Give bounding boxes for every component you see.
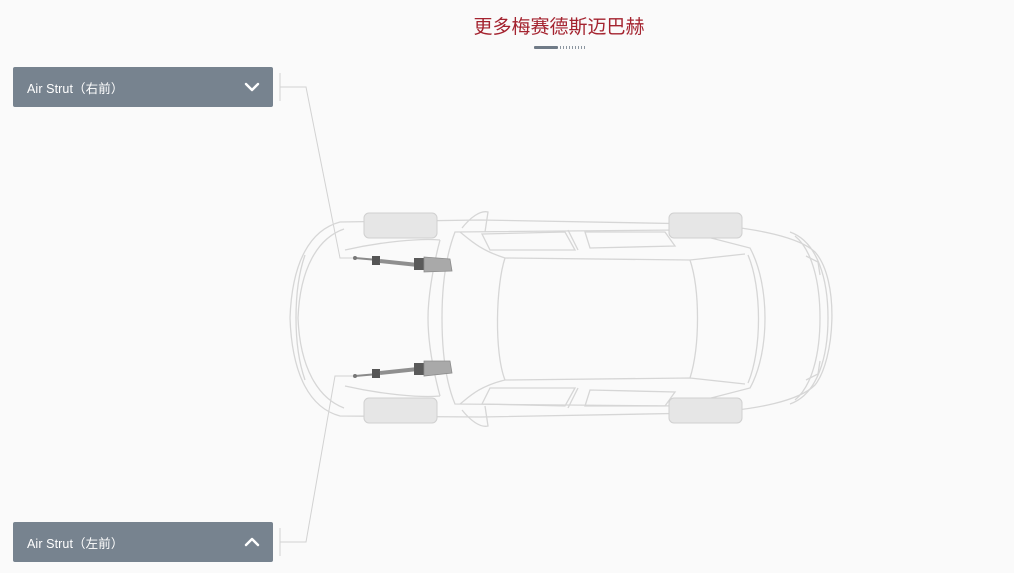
pager-active-indicator[interactable] xyxy=(534,46,558,49)
part-dropdown-front-right[interactable]: Air Strut（右前） xyxy=(13,67,273,107)
part-dropdown-label: Air Strut（右前） xyxy=(27,81,124,96)
chevron-up-icon[interactable] xyxy=(243,533,261,551)
carousel-pager[interactable] xyxy=(534,46,586,50)
air-strut-front-right-icon[interactable] xyxy=(353,256,453,273)
chevron-down-icon[interactable] xyxy=(243,78,261,96)
wheel-rear-right xyxy=(668,212,743,239)
car-top-view-icon xyxy=(289,211,833,427)
wheels xyxy=(363,212,743,424)
part-dropdown-label: Air Strut（左前） xyxy=(27,536,124,551)
leader-lines xyxy=(279,73,355,556)
wheel-rear-left xyxy=(668,397,743,424)
wheel-front-left xyxy=(363,397,438,424)
part-dropdown-front-left[interactable]: Air Strut（左前） xyxy=(13,522,273,562)
page-title: 更多梅赛德斯迈巴赫 xyxy=(473,16,645,38)
air-strut-front-left-icon[interactable] xyxy=(353,360,453,378)
wheel-front-right xyxy=(363,212,438,239)
pager-inactive-indicators[interactable] xyxy=(560,46,586,49)
